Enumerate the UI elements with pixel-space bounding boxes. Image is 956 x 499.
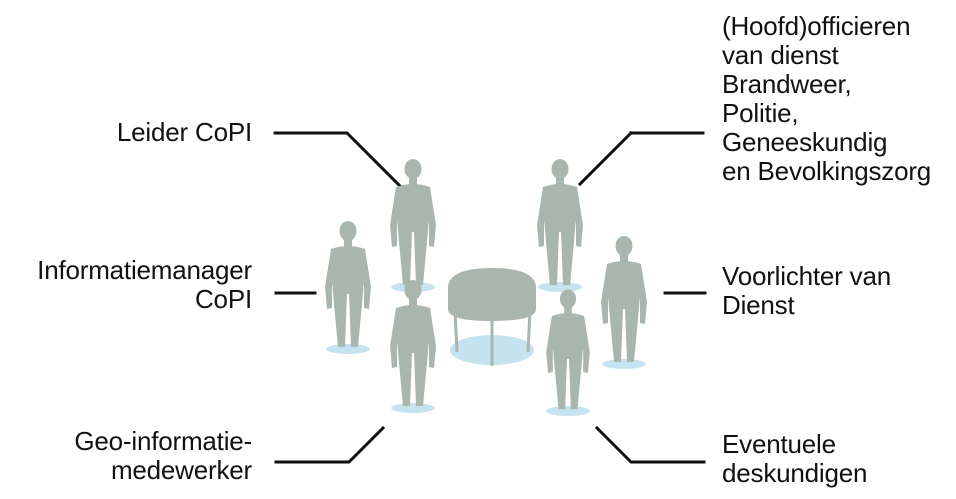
shadow-voorlichter [602,359,646,369]
person-leider [390,159,436,285]
shadow-informatiemanager [326,344,370,354]
label-line: CoPI [194,284,252,314]
connector-deskundigen [594,425,706,464]
connector-leider [273,131,403,189]
label-line: van dienst [722,40,839,70]
shadow-officier [538,282,582,292]
person-officier [537,159,583,285]
table-top [448,268,536,321]
label-line: (Hoofd)officieren [722,11,911,41]
connector-lines [273,130,707,464]
label-eventuele-deskundigen: Eventuele deskundigen [722,430,952,488]
connector-geo [274,425,386,464]
person-deskundige [546,289,590,410]
person-informatiemanager [325,221,371,347]
label-line: Voorlichter van [722,261,891,291]
label-line: deskundigen [722,458,868,488]
label-leider-copi: Leider CoPI [40,118,252,147]
label-voorlichter-van-dienst: Voorlichter van Dienst [722,262,952,320]
label-line: Informatiemanager [37,255,252,285]
label-line: Eventuele [722,429,836,459]
connector-officieren [577,130,634,187]
label-geo-informatiemedewerker: Geo-informatie- medewerker [20,427,252,485]
label-line: Brandweer, [722,69,852,99]
label-line: Leider CoPI [116,117,252,147]
label-hoofdofficieren-van-dienst: (Hoofd)officieren van dienst Brandweer, … [722,12,952,186]
person-geo [390,280,436,406]
label-line: Politie, [722,98,799,128]
round-table [448,268,536,366]
label-line: en Bevolkingszorg [722,156,932,186]
label-informatiemanager-copi: Informatiemanager CoPI [0,256,252,314]
label-line: Geneeskundig [722,127,888,157]
shadow-geo [391,403,435,413]
shadow-deskundige [546,406,590,416]
label-line: Geo-informatie- [74,426,252,456]
label-line: Dienst [722,290,795,320]
label-line: medewerker [110,455,252,485]
person-voorlichter [601,236,647,362]
floor-shadows [326,282,646,416]
